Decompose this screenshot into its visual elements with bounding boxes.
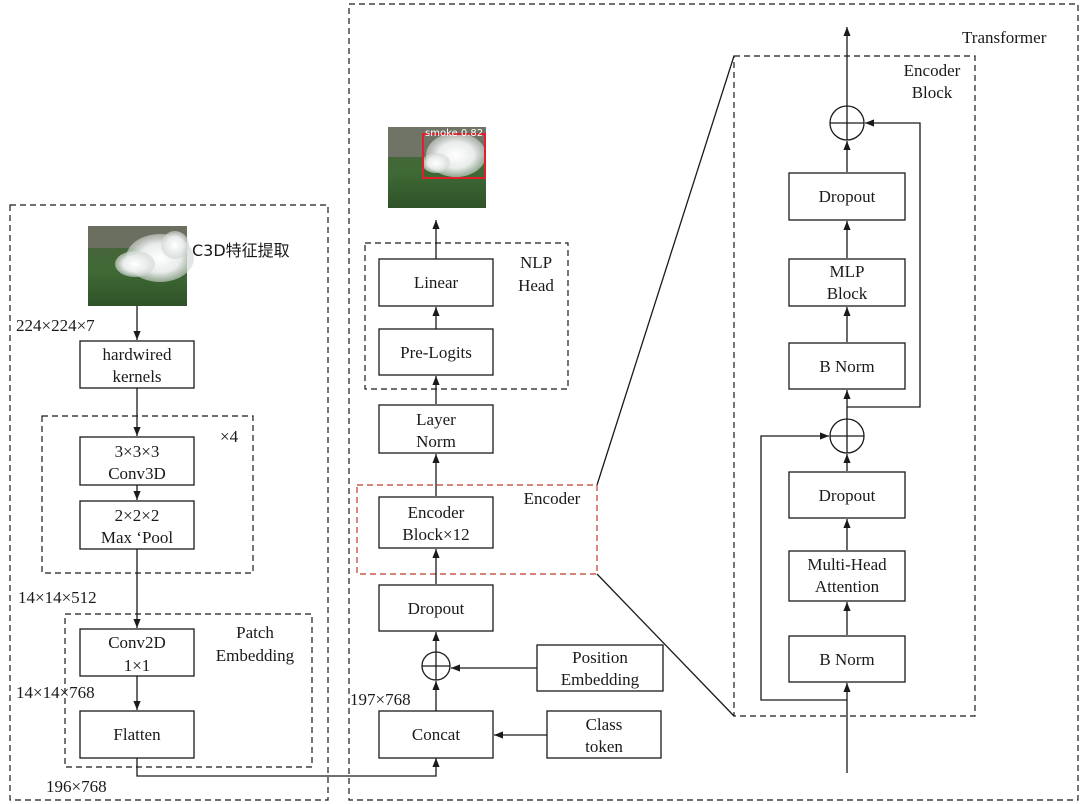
bnorm-bottom-label: B Norm [819, 650, 874, 669]
dropout-box [378, 584, 494, 632]
flatten-to-concat-arrow [136, 758, 440, 777]
transformer-panel-border [348, 3, 1079, 801]
conv3d-label-2: Conv3D [108, 464, 166, 483]
nlp-head-label-2: Head [518, 276, 554, 295]
position-embedding-label-2: Embedding [561, 670, 640, 689]
encoder-block-title-1: Encoder [904, 61, 961, 80]
patch-embedding-label-1: Patch [236, 623, 274, 642]
encoder-highlight-border [356, 484, 598, 575]
repeat-label: ×4 [220, 427, 239, 446]
position-embedding-box [536, 644, 664, 692]
skip-connection-top [847, 119, 921, 408]
bnorm-top-label: B Norm [819, 357, 874, 376]
dropout-top-label: Dropout [819, 187, 876, 206]
class-token-box [546, 710, 662, 759]
transformer-title: Transformer [962, 28, 1047, 47]
repeat-group-border [41, 415, 254, 574]
conv3d-label-1: 3×3×3 [115, 442, 160, 461]
dropout-label: Dropout [408, 599, 465, 618]
pre-logits-label: Pre-Logits [400, 343, 472, 362]
conv2d-label-1: Conv2D [108, 633, 166, 652]
transformer-panel: Transformer smoke 0.82 NLP Head Linear P… [348, 3, 1079, 801]
c3d-panel: C3D特征提取 224×224×7 hardwired kernels ×4 3… [9, 204, 329, 801]
layer-norm-label-2: Norm [416, 432, 456, 451]
patch-embedding-border [64, 613, 313, 768]
layer-norm-box [378, 404, 494, 454]
concat-box [378, 710, 494, 759]
linear-label: Linear [414, 273, 459, 292]
flatten-label: Flatten [113, 725, 161, 744]
hardwired-label-2: kernels [112, 367, 161, 386]
conv2d-label-2: 1×1 [124, 656, 151, 675]
dropout-top-box [788, 172, 906, 221]
dim-input-label: 224×224×7 [16, 316, 95, 335]
maxpool-label-2: Max ‘Pool [101, 528, 174, 547]
bnorm-top-box [788, 342, 906, 390]
c3d-panel-border [9, 204, 329, 801]
zoom-line-top [596, 55, 735, 486]
mlp-block-box [788, 258, 906, 307]
detection-box [422, 133, 486, 179]
maxpool-box [79, 500, 195, 550]
dim-features-label: 14×14×512 [18, 588, 97, 607]
dropout-mid-box [788, 471, 906, 519]
class-token-label-2: token [585, 737, 623, 756]
input-smoke-image [88, 226, 194, 306]
mha-box [788, 550, 906, 602]
encoder-block-detail-border [733, 55, 976, 717]
concat-label: Concat [412, 725, 460, 744]
output-detection-image: smoke 0.82 [388, 127, 486, 208]
hardwired-kernels-box [79, 340, 195, 389]
c3d-title: C3D特征提取 [192, 241, 290, 260]
flatten-box [79, 710, 195, 759]
mha-label-2: Attention [815, 577, 880, 596]
position-embedding-label-1: Position [572, 648, 628, 667]
dropout-mid-label: Dropout [819, 486, 876, 505]
hardwired-label-1: hardwired [103, 345, 172, 364]
conv3d-box [79, 436, 195, 486]
skip-connection-bottom [760, 432, 847, 701]
patch-embedding-label-2: Embedding [216, 646, 295, 665]
residual-add-top [829, 105, 865, 141]
mlp-block-label-2: Block [827, 284, 868, 303]
encoder-block-title-2: Block [912, 83, 953, 102]
pre-logits-box [378, 328, 494, 376]
class-token-label-1: Class [586, 715, 623, 734]
mha-label-1: Multi-Head [807, 555, 887, 574]
bnorm-bottom-box [788, 635, 906, 683]
encoder-label: Encoder [524, 489, 581, 508]
mlp-block-label-1: MLP [830, 262, 865, 281]
position-add-circle [421, 651, 451, 681]
detection-label: smoke 0.82 [425, 128, 483, 139]
encoder-block-box [378, 496, 494, 549]
dim-conv2d-label: 14×14×768 [16, 683, 95, 702]
maxpool-label-1: 2×2×2 [115, 506, 160, 525]
layer-norm-label-1: Layer [416, 410, 456, 429]
linear-box [378, 258, 494, 307]
encoder-block-label-2: Block×12 [402, 525, 469, 544]
nlp-head-label-1: NLP [520, 253, 552, 272]
encoder-block-detail: Encoder Block Dropout MLP Block B Norm [733, 27, 976, 773]
encoder-block-label-1: Encoder [408, 503, 465, 522]
residual-add-middle [829, 418, 865, 454]
zoom-line-bottom [596, 573, 735, 717]
dim-concat-label: 197×768 [350, 690, 411, 709]
dim-flatten-label: 196×768 [46, 777, 107, 796]
nlp-head-border [364, 242, 569, 390]
